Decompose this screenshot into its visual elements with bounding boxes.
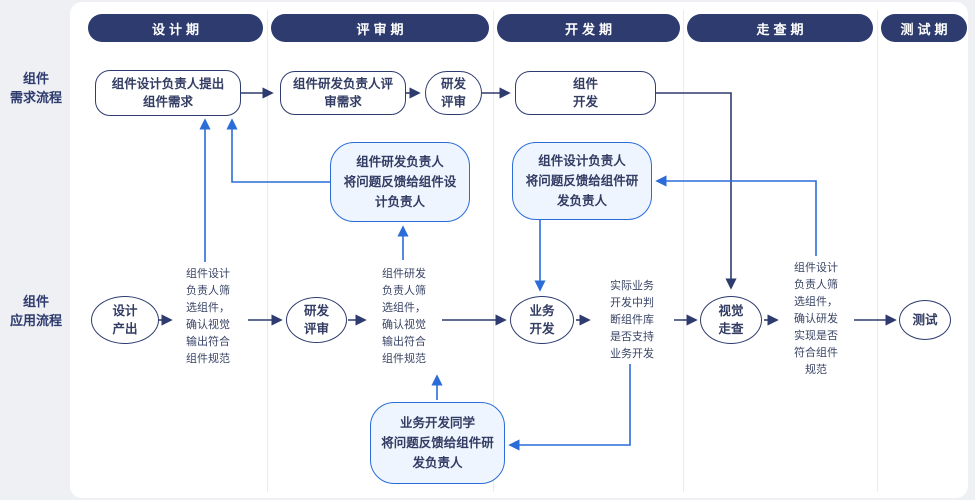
node-visual-check: 视觉 走查 (700, 296, 762, 344)
node-propose-requirement: 组件设计负责人提出 组件需求 (95, 70, 241, 116)
feedback-design-to-dev: 组件设计负责人 将问题反馈给组件研 发负责人 (512, 142, 652, 220)
column-divider (493, 10, 494, 492)
lane-label-application: 组件 应用流程 (9, 294, 62, 328)
node-component-dev: 组件 开发 (515, 71, 656, 115)
text-dev-screening: 组件研发 负责人筛 选组件， 确认视觉 输出符合 组件规范 (382, 268, 426, 365)
lane-label-requirement: 组件 需求流程 (9, 71, 62, 105)
column-divider (683, 10, 684, 492)
feedback-biz-to-dev: 业务开发同学 将问题反馈给组件研 发负责人 (370, 402, 505, 484)
phase-header-design: 设计期 (88, 14, 263, 42)
node-biz-dev: 业务 开发 (510, 296, 574, 344)
phase-header-review: 评审期 (271, 14, 489, 42)
node-dev-review-bottom: 研发 评审 (286, 297, 347, 343)
phase-header-walkthrough: 走查期 (687, 14, 873, 42)
feedback-dev-to-design: 组件研发负责人 将问题反馈给组件设 计负责人 (330, 142, 470, 222)
column-divider (267, 10, 268, 492)
node-review-requirement: 组件研发负责人评 审需求 (280, 71, 406, 115)
text-biz-judge: 实际业务 开发中判 断组件库 是否支持 业务开发 (610, 280, 654, 360)
node-design-output: 设计 产出 (91, 296, 159, 344)
node-test: 测试 (899, 300, 951, 340)
column-divider (877, 10, 878, 492)
phase-header-development: 开发期 (497, 14, 680, 42)
text-final-screening: 组件设计 负责人筛 选组件， 确认研发 实现是否 符合组件 规范 (794, 262, 838, 376)
text-design-screening: 组件设计 负责人筛 选组件， 确认视觉 输出符合 组件规范 (186, 268, 230, 365)
phase-header-testing: 测试期 (881, 14, 967, 42)
node-dev-review-top: 研发 评审 (425, 71, 482, 115)
